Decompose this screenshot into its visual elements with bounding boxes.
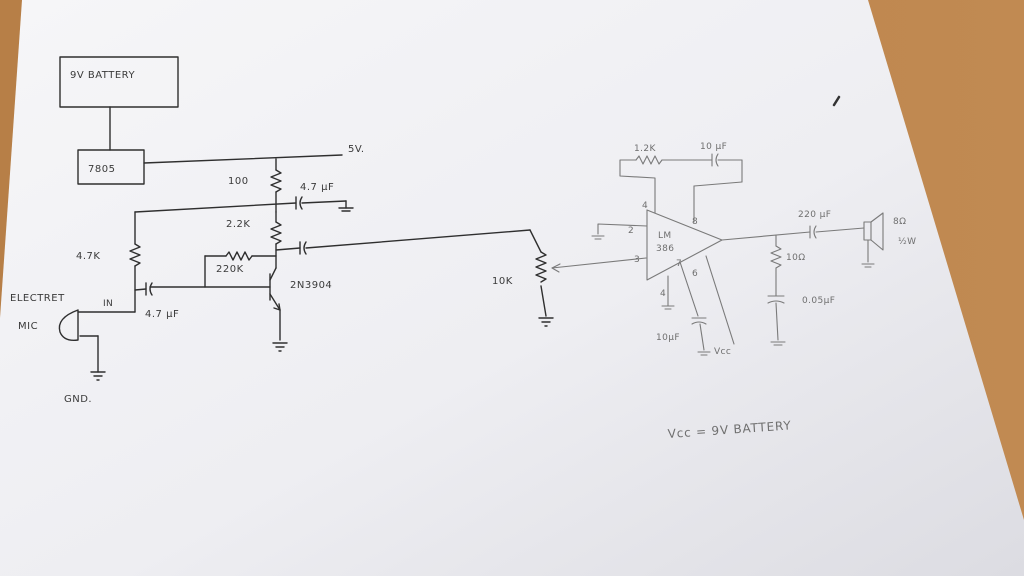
transistor-label: 2N3904 xyxy=(290,280,332,291)
speaker-label: 8Ω xyxy=(893,217,906,227)
capacitor-4-7uf-top xyxy=(295,196,303,210)
c-out-label: 220 μF xyxy=(798,210,831,220)
pin-8-label: 8 xyxy=(692,217,698,227)
pin-7-label: 7 xyxy=(676,259,682,269)
mic-label: MIC xyxy=(18,321,38,332)
ground-top-cap xyxy=(338,200,354,212)
resistor-4-7k xyxy=(129,243,141,267)
battery-block: 9V BATTERY xyxy=(59,56,179,108)
resistor-220k xyxy=(225,251,253,261)
transistor-2n3904 xyxy=(269,267,281,311)
pin-6-label: 6 xyxy=(692,269,698,279)
c-4-7uf-in-label: 4.7 μF xyxy=(145,309,179,320)
rail-5v-label: 5V. xyxy=(348,144,365,155)
lm386-amplifier xyxy=(646,209,723,281)
r-220k-label: 220K xyxy=(216,264,244,275)
amp-label-1: LM xyxy=(658,231,672,241)
fb-r-label: 1.2K xyxy=(634,144,657,154)
gnd-label: GND. xyxy=(64,394,92,405)
fb-c-label: 10 μF xyxy=(700,142,727,152)
speaker-w-label: ½W xyxy=(898,237,916,247)
pencil-mark xyxy=(832,95,841,107)
resistor-feedback-1-2k xyxy=(635,155,663,165)
resistor-2-2k xyxy=(270,221,282,245)
ground-emitter xyxy=(272,342,288,352)
r-2-2k-label: 2.2K xyxy=(226,219,250,230)
potentiometer-10k xyxy=(535,251,547,283)
pin-3-label: 3 xyxy=(634,255,640,265)
resistor-100 xyxy=(270,169,282,193)
r-4-7k-label: 4.7K xyxy=(76,251,100,262)
amp-label-2: 386 xyxy=(656,244,674,254)
regulator-label: 7805 xyxy=(88,164,115,175)
c-4-7uf-top-label: 4.7 μF xyxy=(300,182,334,193)
pin-4-top-label: 4 xyxy=(642,201,648,211)
electret-label: ELECTRET xyxy=(10,293,65,304)
electret-mic-symbol xyxy=(58,309,136,381)
r-zobel-label: 10Ω xyxy=(786,253,806,263)
pot-10k-label: 10K xyxy=(492,276,513,287)
c-bypass-label: 10μF xyxy=(656,333,680,343)
in-label: IN xyxy=(103,299,113,309)
speaker-symbol xyxy=(861,212,884,268)
resistor-zobel-10 xyxy=(770,245,782,269)
capacitor-input xyxy=(145,282,153,296)
r100-label: 100 xyxy=(228,176,249,187)
capacitor-coupling-out xyxy=(299,241,307,255)
vcc-label: Vcc xyxy=(714,347,731,357)
c-zobel-label: 0.05μF xyxy=(802,296,835,306)
battery-label: 9V BATTERY xyxy=(70,70,135,81)
pin-4-bottom-label: 4 xyxy=(660,289,666,299)
regulator-block: 7805 xyxy=(77,149,145,185)
pin-2-label: 2 xyxy=(628,226,634,236)
ground-pot xyxy=(538,317,554,327)
